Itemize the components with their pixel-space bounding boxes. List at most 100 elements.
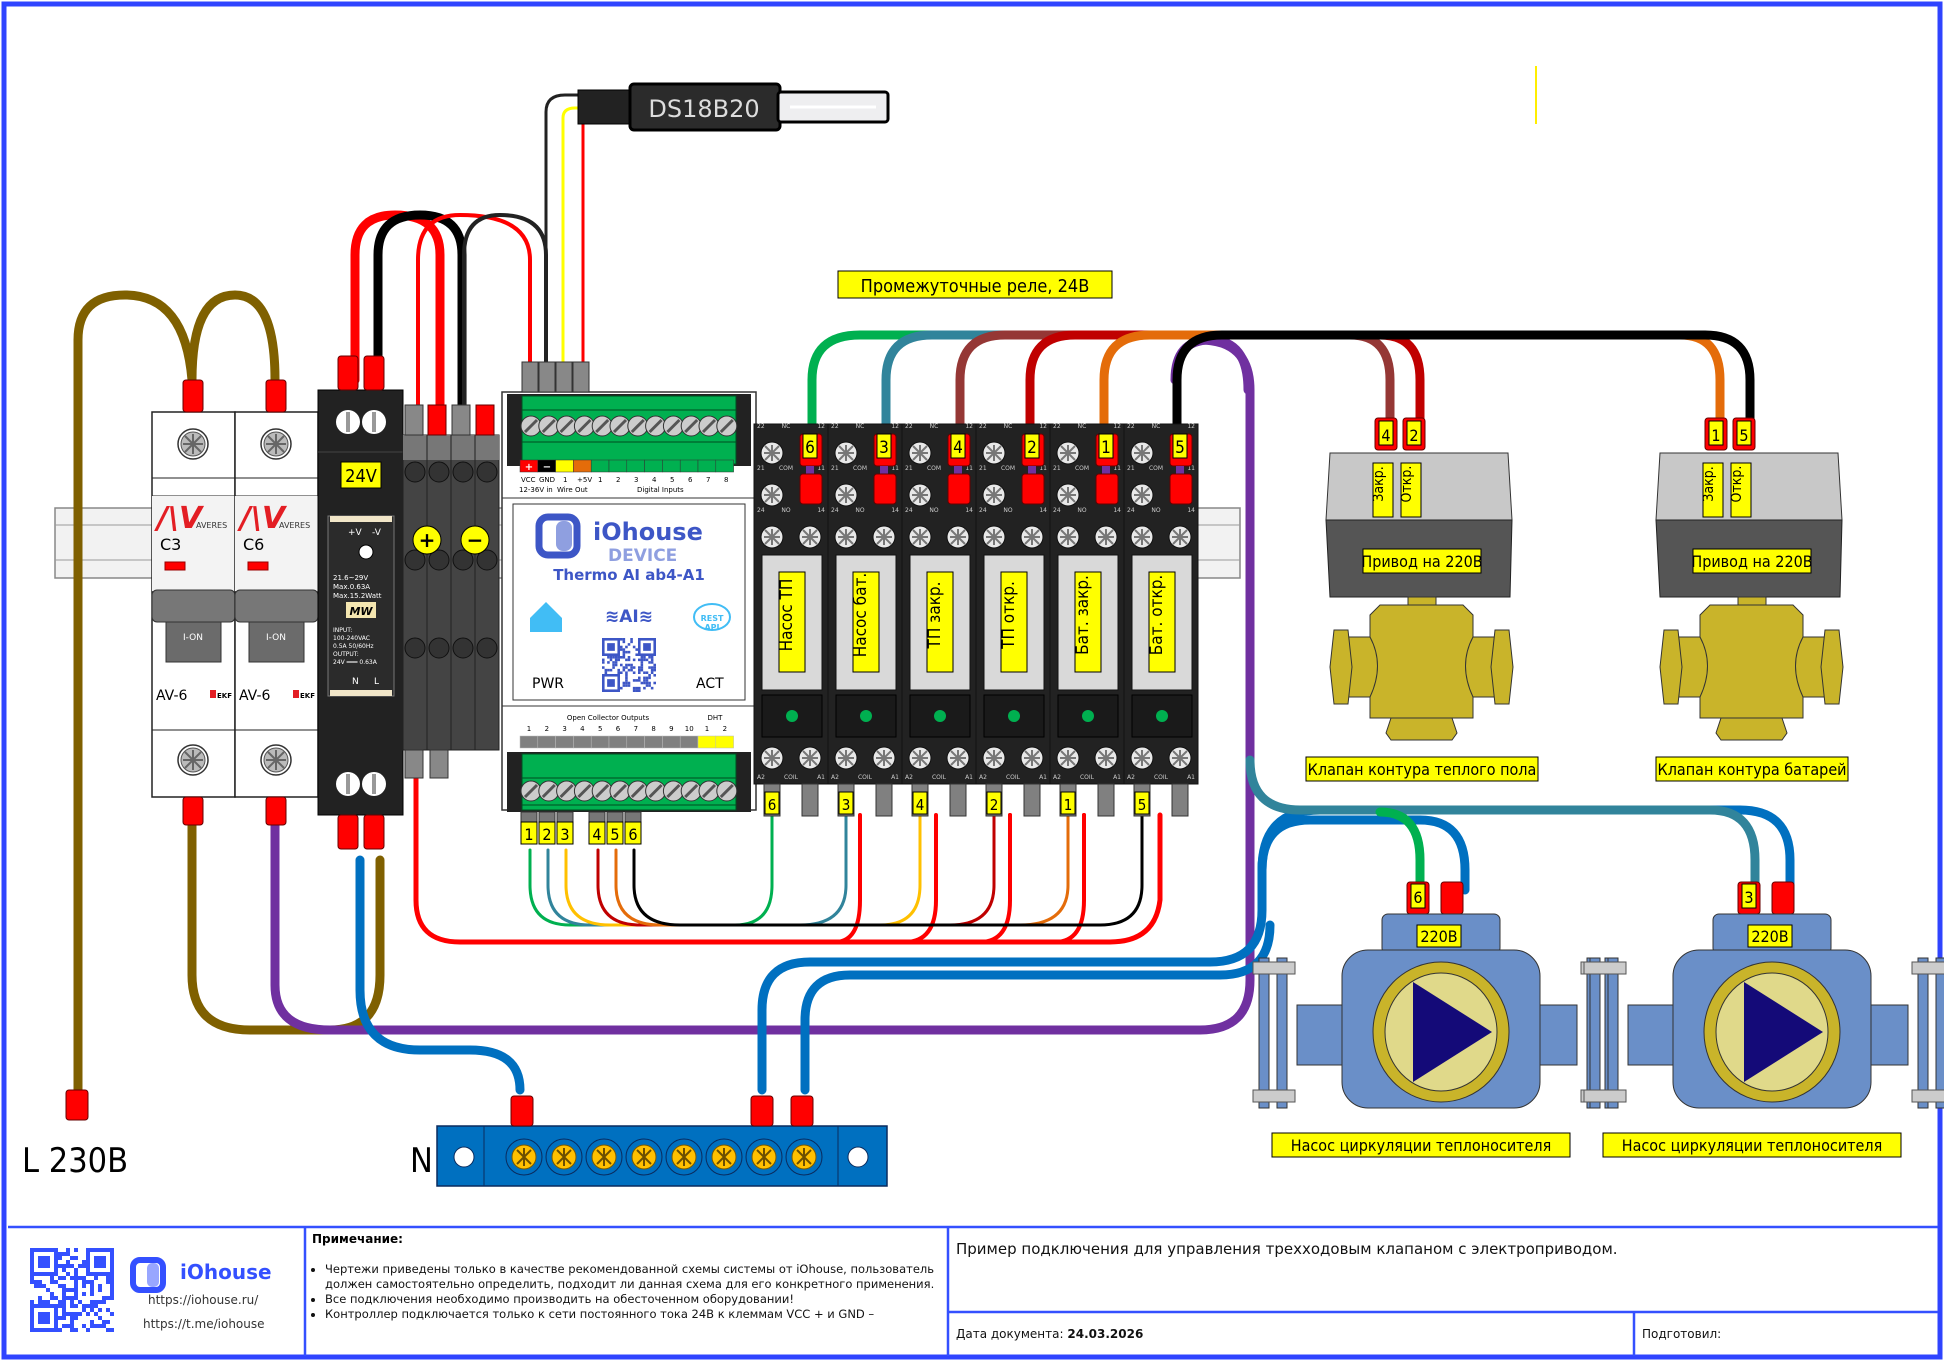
svg-text:11: 11 (1113, 465, 1121, 472)
svg-text:14: 14 (1039, 507, 1047, 514)
svg-text:NO: NO (1077, 507, 1086, 514)
wire-tag (588, 821, 606, 845)
svg-text:L: L (374, 677, 379, 687)
svg-text:4: 4 (916, 796, 925, 814)
svg-text:22: 22 (1127, 423, 1135, 430)
svg-text:N: N (352, 677, 359, 687)
wire-mains-bridge (187, 290, 280, 385)
title-qr-code-icon (30, 1248, 114, 1332)
act-led-label: ACT (696, 676, 724, 692)
svg-text:/\V: /\V (154, 501, 205, 536)
controller-thermo-ai: +− VCC GND 1 +5V 1 2 3 4 5 6 7 8 12-36V … (501, 361, 757, 845)
wire-psu-plus (350, 210, 445, 415)
svg-text:3: 3 (879, 438, 889, 458)
breaker-model: AV-6 (156, 688, 187, 704)
wire-tag (556, 821, 574, 845)
rest-api-icon (693, 603, 731, 631)
breaker-rating: C6 (243, 535, 264, 554)
svg-text:COIL: COIL (1006, 774, 1021, 781)
output-pin-number: 5 (598, 725, 602, 733)
wire-tag (876, 433, 892, 459)
plus-sign-icon (412, 525, 442, 555)
svg-text:COM: COM (1001, 465, 1015, 472)
iohouse-logo-icon (130, 1257, 166, 1293)
svg-text:COM: COM (853, 465, 867, 472)
pwr-led-label: PWR (532, 676, 564, 692)
wire-tag (1024, 433, 1040, 459)
note-item: Чертежи приведены только в качестве реко… (325, 1262, 945, 1292)
valve-terminal-label: Откр. (1729, 466, 1745, 503)
svg-text:A2: A2 (757, 774, 765, 781)
pump-arrow-icon (1413, 982, 1492, 1082)
svg-text:5: 5 (670, 476, 674, 484)
wire-relay-5-top (1172, 330, 1755, 435)
sensor-label: DS18B20 (648, 95, 759, 123)
svg-text:EKF: EKF (300, 692, 315, 700)
svg-text:2: 2 (990, 796, 999, 814)
svg-text:12: 12 (817, 423, 825, 430)
svg-text:COIL: COIL (1080, 774, 1095, 781)
title-block-frame (8, 1225, 1938, 1356)
svg-text:2: 2 (542, 825, 551, 844)
svg-text:4: 4 (652, 476, 657, 484)
svg-text:11: 11 (817, 465, 825, 472)
svg-text:21.6~29V: 21.6~29V (333, 574, 368, 582)
mains-label: L 230В (22, 1141, 128, 1181)
relay-group-label (837, 270, 1113, 299)
svg-text:8: 8 (724, 476, 728, 484)
svg-text:14: 14 (1187, 507, 1195, 514)
breaker-brand: AVERES (279, 521, 310, 530)
svg-text:12: 12 (891, 423, 899, 430)
valve-terminal-label: Откр. (1399, 466, 1415, 503)
svg-text:6: 6 (768, 796, 777, 814)
svg-text:COM: COM (779, 465, 793, 472)
svg-text:12: 12 (1187, 423, 1195, 430)
wire-tag (1741, 883, 1757, 909)
svg-text:A1: A1 (817, 774, 825, 781)
wire-sensor-data (561, 106, 587, 372)
wire-tag (1134, 791, 1150, 815)
wire-tag (1410, 883, 1426, 909)
svg-text:MW: MW (349, 605, 373, 618)
home-assistant-icon (530, 602, 562, 632)
wire-gnd (462, 212, 548, 412)
svg-text:OUTPUT:: OUTPUT: (333, 651, 359, 658)
svg-text:5: 5 (610, 825, 619, 844)
svg-text:24V: 24V (345, 466, 377, 487)
wire-tag (912, 791, 928, 815)
controller-brand: iOhouse (593, 518, 703, 546)
wire-tag (538, 821, 556, 845)
svg-text:3: 3 (634, 476, 638, 484)
wire-relay-6-top (807, 330, 1245, 435)
svg-text:COM: COM (1075, 465, 1089, 472)
neutral-label: N (410, 1141, 433, 1181)
svg-text:/\V: /\V (237, 501, 288, 536)
pump-caption: Насос циркуляции теплоносителя (1622, 1136, 1883, 1155)
svg-text:11: 11 (965, 465, 973, 472)
svg-text:24: 24 (1127, 507, 1135, 514)
relay-led-icon (934, 710, 946, 722)
svg-text:6: 6 (805, 438, 815, 458)
breaker-c6[interactable]: /\V AVERES C6 I-ON AV-6 EKF (234, 411, 319, 798)
site-link[interactable]: https://iohouse.ru/ (148, 1293, 259, 1307)
wire-tag (1708, 420, 1724, 446)
svg-text:NC: NC (1152, 423, 1161, 430)
power-supply-24v: 24V +V -V 21.6~29V Max.0.63A Max.15.2Wat… (317, 355, 404, 850)
telegram-link[interactable]: https://t.me/iohouse (143, 1317, 265, 1331)
svg-text:Digital Inputs: Digital Inputs (637, 486, 684, 494)
svg-text:NC: NC (856, 423, 865, 430)
svg-text:DHT: DHT (708, 714, 724, 722)
output-pin-number: 8 (651, 725, 655, 733)
breaker-c3[interactable]: /\V AVERES C3 I-ON AV-6 EKF (151, 411, 236, 798)
